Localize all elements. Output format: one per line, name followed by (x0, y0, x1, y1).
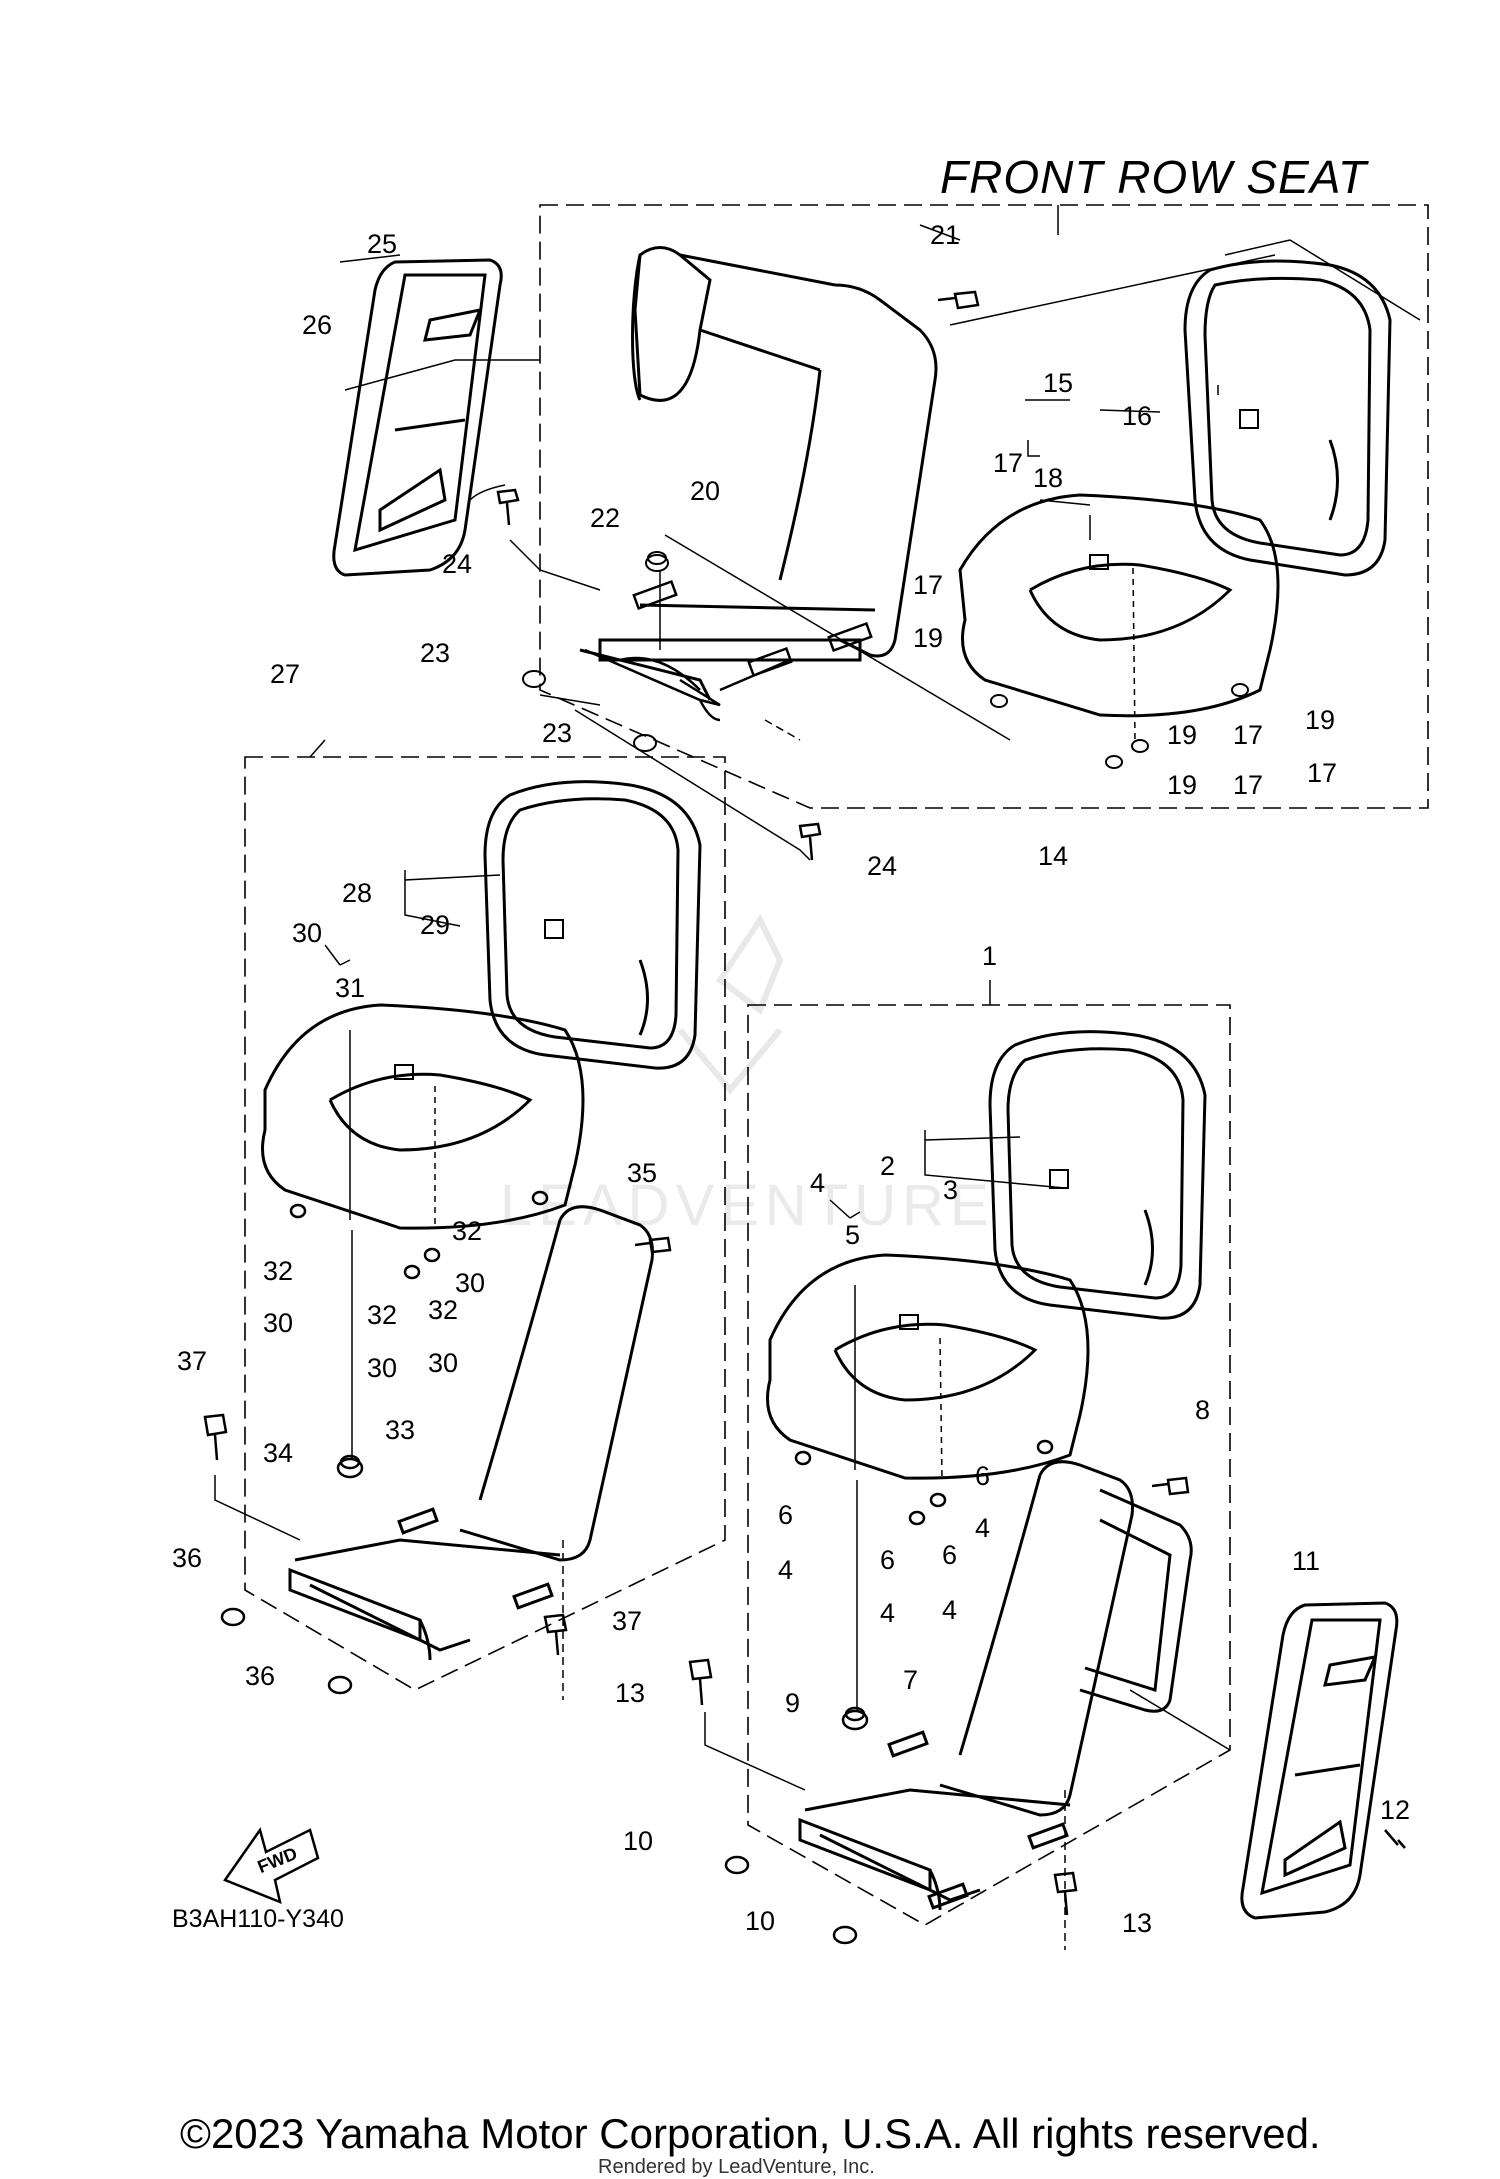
callout-16: 16 (1122, 401, 1153, 431)
callout-6: 6 (778, 1500, 794, 1530)
callout-30: 30 (263, 1308, 294, 1338)
bolt-21 (937, 290, 980, 310)
side-panel-11 (1240, 1601, 1399, 1920)
callout-36: 36 (172, 1543, 203, 1573)
bolt-24-top (496, 488, 520, 526)
seat-frame-7 (798, 1460, 1193, 1911)
callout-32: 32 (367, 1300, 398, 1330)
callout-11: 11 (1292, 1546, 1321, 1576)
backrest-28 (483, 780, 702, 1070)
assembly-box-27 (244, 756, 726, 1691)
callout-13: 13 (1122, 1908, 1153, 1938)
callout-5: 5 (845, 1220, 861, 1250)
callout-30: 30 (455, 1268, 486, 1298)
callout-20: 20 (690, 476, 721, 506)
seat-cushion-5 (766, 1253, 1090, 1480)
grommet-22 (645, 551, 669, 572)
callout-26: 26 (302, 310, 333, 340)
callout-19: 19 (913, 623, 944, 653)
callout-35: 35 (627, 1158, 658, 1188)
bolt-24-mid (798, 822, 822, 861)
callout-17: 17 (913, 570, 944, 600)
side-panel-25 (332, 258, 503, 577)
rendered-by-notice: Rendered by LeadVenture, Inc. (598, 2156, 875, 2178)
plug-23-b (633, 734, 657, 752)
leader-lines-top (339, 205, 1421, 861)
fasteners-27 (203, 1190, 672, 1695)
callout-37: 37 (612, 1606, 643, 1636)
callout-24: 24 (867, 851, 898, 881)
callout-32: 32 (428, 1295, 459, 1325)
callout-6: 6 (880, 1545, 896, 1575)
callout-30: 30 (367, 1353, 398, 1383)
callout-17: 17 (1233, 720, 1264, 750)
callout-4: 4 (880, 1598, 896, 1628)
callout-17: 17 (1307, 758, 1338, 788)
diagram-title: FRONT ROW SEAT (940, 151, 1368, 203)
callout-6: 6 (975, 1461, 991, 1491)
callout-1: 1 (982, 941, 998, 971)
callout-30: 30 (292, 918, 323, 948)
callout-6: 6 (942, 1540, 958, 1570)
fwd-arrow-icon (223, 1827, 320, 1905)
callout-24: 24 (442, 549, 473, 579)
callout-32: 32 (452, 1216, 483, 1246)
backrest-2 (988, 1030, 1207, 1320)
diagram-code: B3AH110-Y340 (172, 1905, 344, 1933)
callout-7: 7 (903, 1665, 919, 1695)
callout-29: 29 (420, 910, 451, 940)
plug-23-a (522, 670, 546, 688)
callout-36: 36 (245, 1661, 276, 1691)
callout-23: 23 (542, 718, 573, 748)
callout-10: 10 (623, 1826, 654, 1856)
callout-27: 27 (270, 659, 301, 689)
assembly-box-1 (747, 1004, 1231, 1926)
callout-4: 4 (810, 1168, 826, 1198)
callout-3: 3 (943, 1175, 959, 1205)
callout-14: 14 (1038, 841, 1069, 871)
copyright-notice: ©2023 Yamaha Motor Corporation, U.S.A. A… (180, 2110, 1321, 2157)
seat-frame-33 (288, 1205, 654, 1661)
assembly-box-14 (539, 204, 1429, 809)
callout-2: 2 (880, 1151, 896, 1181)
callout-32: 32 (263, 1256, 294, 1286)
leader-lines-1 (704, 980, 1231, 1950)
callout-25: 25 (367, 229, 398, 259)
seat-cushion-18 (958, 493, 1280, 718)
callout-19: 19 (1305, 705, 1336, 735)
seat-base-rail-20 (584, 579, 873, 722)
callout-33: 33 (385, 1415, 416, 1445)
callout-37: 37 (177, 1346, 208, 1376)
callout-10: 10 (745, 1906, 776, 1936)
callout-23: 23 (420, 638, 451, 668)
callout-4: 4 (778, 1555, 794, 1585)
watermark-logo (677, 914, 784, 1095)
seat-cushion-31 (261, 1003, 585, 1230)
callout-28: 28 (342, 878, 373, 908)
leader-lines-27 (214, 739, 564, 1700)
callout-34: 34 (263, 1438, 294, 1468)
callout-13: 13 (615, 1678, 646, 1708)
backrest-15 (1183, 259, 1392, 577)
callout-22: 22 (590, 503, 621, 533)
fasteners-1 (688, 1439, 1406, 1945)
callout-19: 19 (1167, 720, 1198, 750)
callout-18: 18 (1033, 463, 1064, 493)
callout-12: 12 (1380, 1795, 1411, 1825)
callout-9: 9 (785, 1688, 801, 1718)
callout-21: 21 (930, 220, 961, 250)
callout-17: 17 (993, 448, 1024, 478)
callout-31: 31 (335, 973, 366, 1003)
callout-4: 4 (975, 1513, 991, 1543)
callout-30: 30 (428, 1348, 459, 1378)
seat-frame-20 (579, 246, 938, 701)
callout-15: 15 (1043, 368, 1074, 398)
callout-19: 19 (1167, 770, 1198, 800)
callout-17: 17 (1233, 770, 1264, 800)
callout-4: 4 (942, 1595, 958, 1625)
damper-19-group (990, 683, 1249, 769)
callout-8: 8 (1195, 1395, 1211, 1425)
